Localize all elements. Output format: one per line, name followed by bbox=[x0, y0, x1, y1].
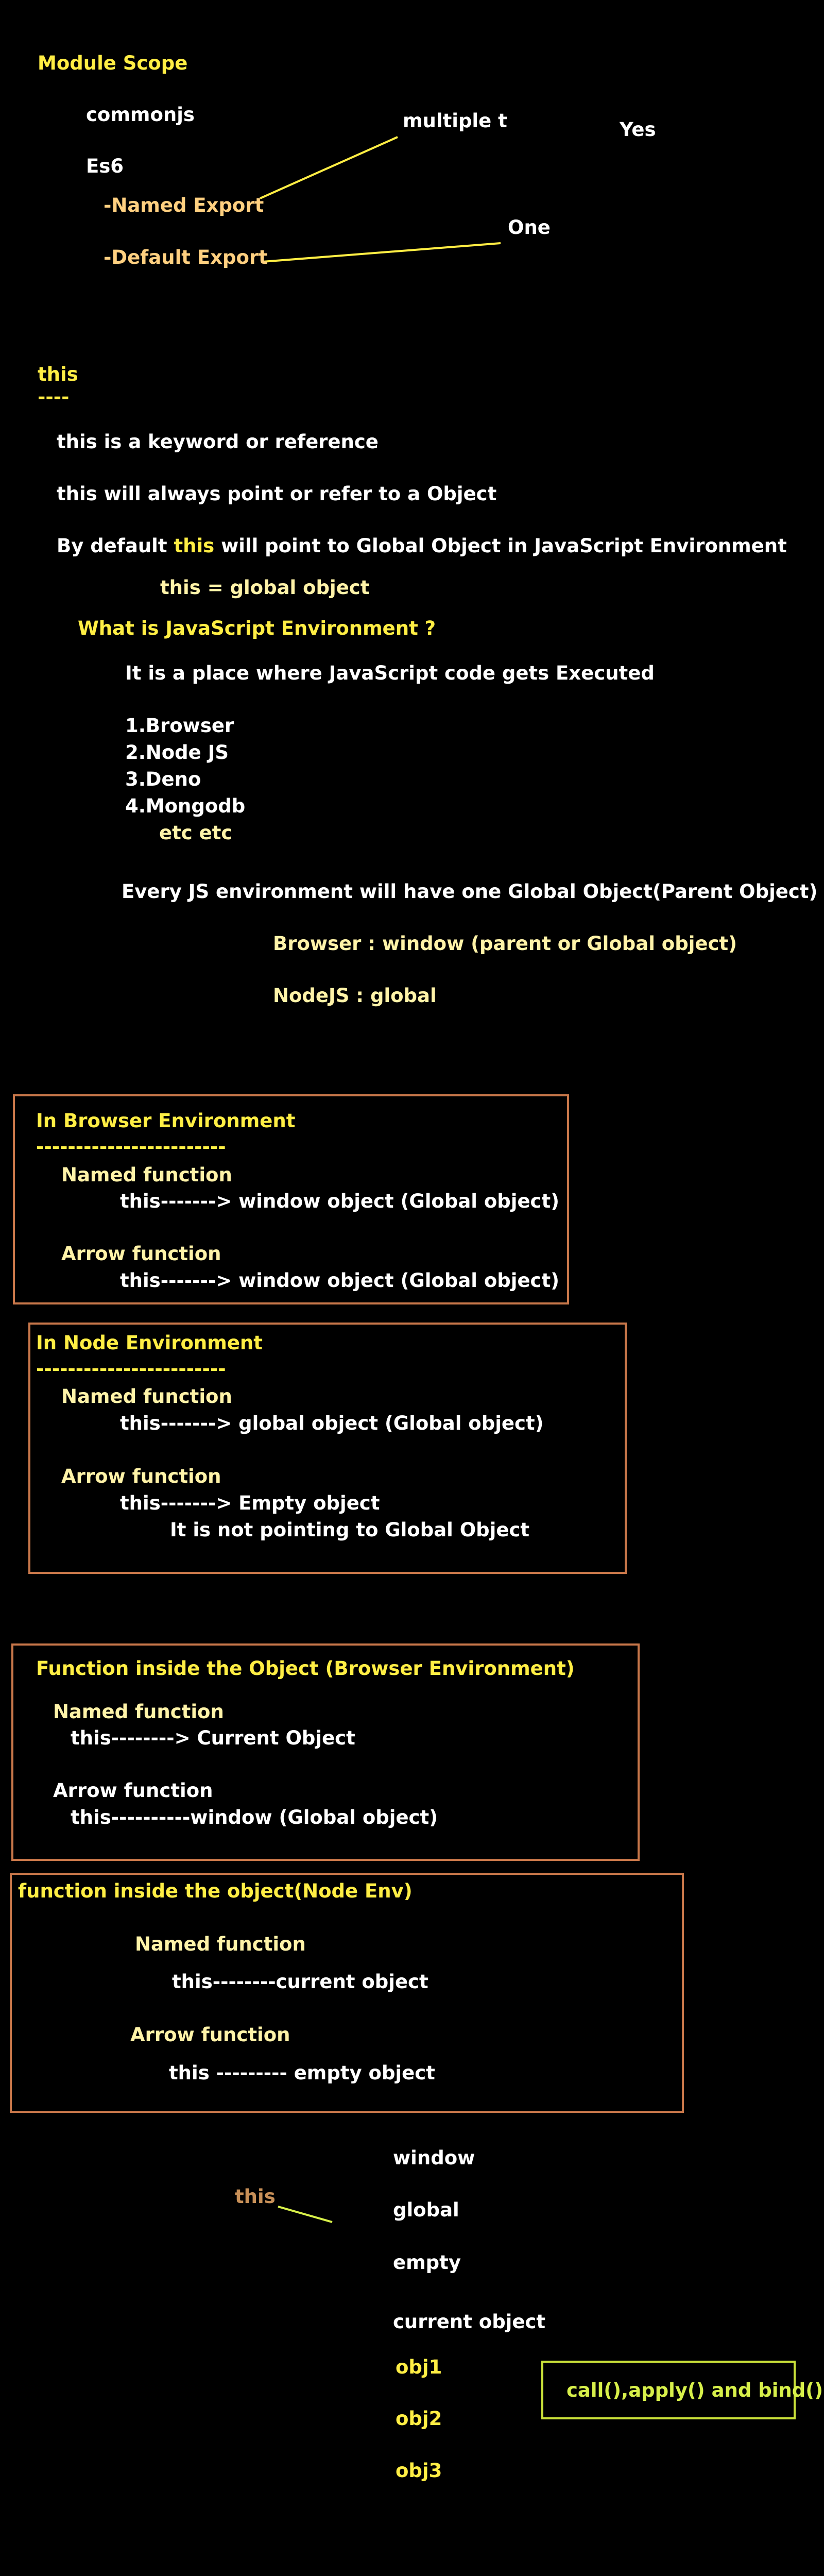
env-etc: etc etc bbox=[159, 822, 233, 844]
browser-arrow-label: Arrow function bbox=[61, 1243, 221, 1265]
browser-named-this: this-------> window object (Global objec… bbox=[120, 1190, 560, 1212]
default-export-connector bbox=[262, 242, 501, 263]
node-named-this: this-------> global object (Global objec… bbox=[120, 1412, 544, 1434]
js-env-question: What is JavaScript Environment ? bbox=[78, 617, 436, 639]
object-node-named-this: this--------current object bbox=[172, 1971, 428, 1993]
summary-item-global: global bbox=[393, 2199, 459, 2221]
env-item-node: 2.Node JS bbox=[125, 741, 229, 764]
es6-label: Es6 bbox=[86, 155, 124, 177]
summary-item-current-object: current object bbox=[393, 2311, 546, 2333]
summary-item-window: window bbox=[393, 2147, 475, 2169]
summary-this-label: this bbox=[235, 2185, 276, 2208]
this-line-object: this will always point or refer to a Obj… bbox=[57, 483, 497, 505]
env-item-browser: 1.Browser bbox=[125, 715, 234, 737]
browser-arrow-this: this-------> window object (Global objec… bbox=[120, 1269, 560, 1292]
browser-env-box bbox=[13, 1094, 569, 1304]
node-env-dashes: ------------------------ bbox=[36, 1358, 226, 1380]
this-underline: ---- bbox=[38, 386, 70, 408]
object-node-box bbox=[10, 1873, 684, 2113]
object-node-title: function inside the object(Node Env) bbox=[18, 1880, 413, 1902]
browser-env-title: In Browser Environment bbox=[36, 1110, 296, 1132]
named-export-connector bbox=[260, 136, 398, 199]
this-line-keyword: this is a keyword or reference bbox=[57, 431, 379, 453]
summary-obj1: obj1 bbox=[396, 2356, 442, 2378]
summary-obj3: obj3 bbox=[396, 2460, 442, 2482]
this-title: this bbox=[38, 363, 78, 385]
module-scope-title: Module Scope bbox=[38, 52, 188, 74]
object-browser-named-label: Named function bbox=[53, 1701, 224, 1723]
this-connector bbox=[278, 2206, 333, 2223]
node-arrow-note: It is not pointing to Global Object bbox=[170, 1519, 530, 1541]
summary-obj2: obj2 bbox=[396, 2408, 442, 2430]
call-apply-bind-box bbox=[541, 2361, 796, 2419]
node-global-line: NodeJS : global bbox=[273, 985, 437, 1007]
browser-named-label: Named function bbox=[61, 1164, 232, 1186]
object-browser-arrow-label: Arrow function bbox=[53, 1780, 213, 1802]
node-env-title: In Node Environment bbox=[36, 1332, 263, 1354]
default-export-label: -Default Export bbox=[104, 246, 268, 268]
object-browser-box bbox=[11, 1643, 640, 1861]
env-item-mongodb: 4.Mongodb bbox=[125, 795, 246, 817]
browser-env-dashes: ------------------------ bbox=[36, 1136, 226, 1158]
object-node-arrow-this: this --------- empty object bbox=[169, 2062, 435, 2084]
named-export-label: -Named Export bbox=[104, 194, 264, 216]
commonjs-label: commonjs bbox=[86, 104, 195, 126]
one-label: One bbox=[508, 216, 551, 239]
this-equation: this = global object bbox=[160, 577, 370, 599]
node-named-label: Named function bbox=[61, 1385, 232, 1408]
object-browser-arrow-this: this----------window (Global object) bbox=[71, 1806, 438, 1828]
every-env-line: Every JS environment will have one Globa… bbox=[122, 880, 818, 903]
node-arrow-this: this-------> Empty object bbox=[120, 1492, 380, 1514]
js-env-answer: It is a place where JavaScript code gets… bbox=[125, 662, 655, 684]
node-arrow-label: Arrow function bbox=[61, 1465, 221, 1487]
summary-item-empty: empty bbox=[393, 2251, 461, 2274]
object-browser-title: Function inside the Object (Browser Envi… bbox=[36, 1657, 575, 1680]
browser-global-line: Browser : window (parent or Global objec… bbox=[273, 933, 737, 955]
env-item-deno: 3.Deno bbox=[125, 768, 201, 790]
yes-label: Yes bbox=[620, 118, 656, 141]
object-node-named-label: Named function bbox=[135, 1933, 306, 1955]
node-env-box bbox=[28, 1323, 627, 1574]
multiple-label: multiple t bbox=[403, 110, 507, 132]
call-apply-bind-label: call(),apply() and bind() bbox=[566, 2379, 823, 2401]
object-node-arrow-label: Arrow function bbox=[130, 2024, 290, 2046]
this-line-default: By default this will point to Global Obj… bbox=[57, 535, 787, 557]
object-browser-named-this: this--------> Current Object bbox=[71, 1727, 355, 1749]
